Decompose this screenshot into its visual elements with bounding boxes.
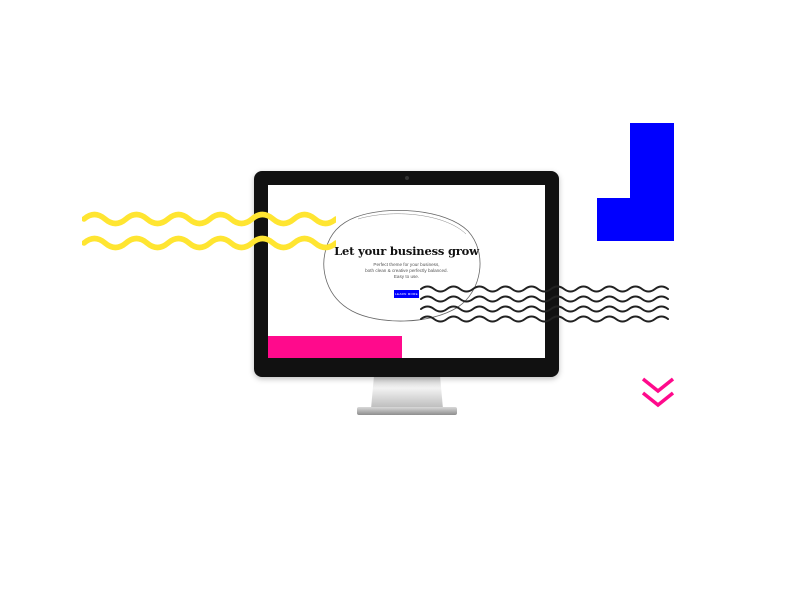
- hero-title: Let your business grow: [334, 244, 479, 258]
- hero-subtitle-line-3: Easy to use.: [393, 274, 420, 279]
- monitor-screen: Let your business grow Perfect theme for…: [268, 185, 545, 358]
- monitor-camera: [405, 176, 409, 180]
- monitor-stand-base: [357, 407, 457, 415]
- hero-subtitle-line-1: Perfect theme for your business,: [373, 262, 440, 267]
- dark-wave-lines: [420, 285, 669, 323]
- pink-rectangle: [268, 336, 402, 358]
- monitor-stand-neck: [371, 377, 443, 409]
- learn-more-button[interactable]: LEARN MORE: [394, 290, 419, 298]
- yellow-wave-pattern: [82, 211, 336, 251]
- hero-subtitle-line-2: both clean & creative perfectly balanced…: [365, 268, 448, 273]
- double-chevron-down-icon[interactable]: [640, 376, 676, 410]
- blue-l-shape: [597, 123, 674, 241]
